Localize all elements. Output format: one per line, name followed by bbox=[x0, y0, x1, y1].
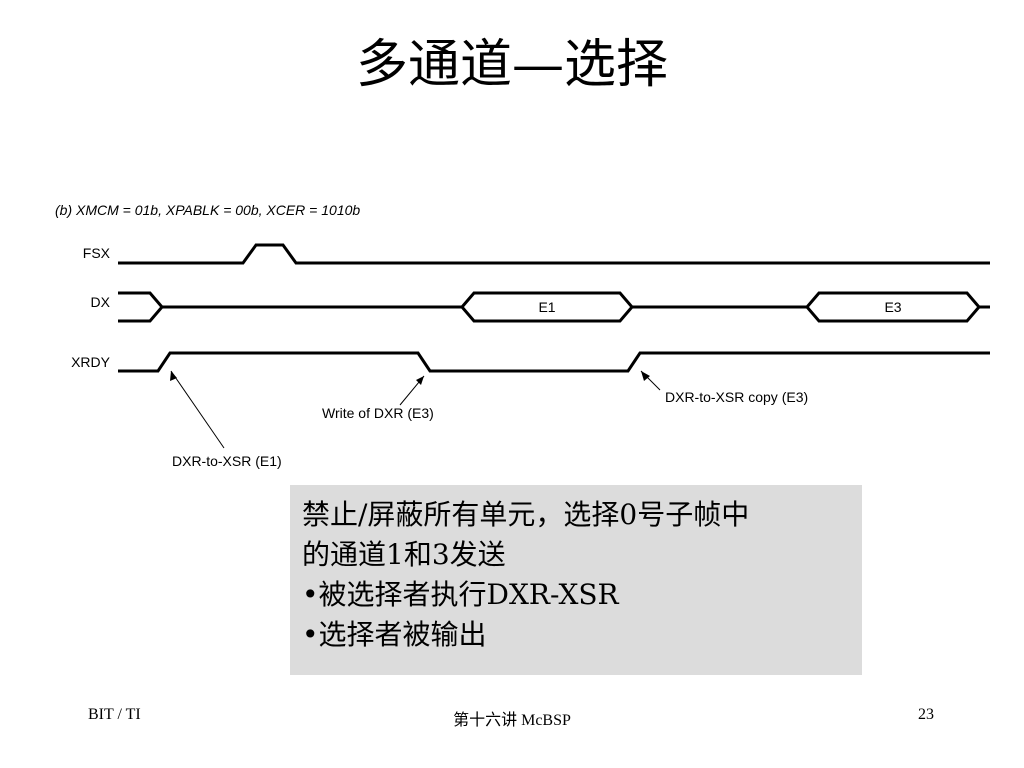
xrdy-waveform bbox=[118, 351, 990, 373]
dx-label: DX bbox=[91, 294, 111, 310]
fsx-label: FSX bbox=[83, 245, 111, 261]
arrowhead-write bbox=[416, 376, 424, 385]
arrowhead-e1 bbox=[170, 371, 177, 381]
annotation-dxr-to-xsr-e1: DXR-to-XSR (E1) bbox=[172, 453, 282, 469]
dx-data-e1: E1 bbox=[538, 299, 555, 315]
slide-title: 多通道—选择 bbox=[355, 35, 668, 95]
dx-bus-waveform bbox=[118, 291, 990, 323]
footer-center: 第十六讲 McBSP bbox=[453, 712, 571, 729]
annotation-dxr-to-xsr-copy-e3: DXR-to-XSR copy (E3) bbox=[665, 389, 808, 405]
note-line-1: 禁止/屏蔽所有单元，选择0号子帧中 bbox=[302, 498, 750, 531]
diagram-caption: (b) XMCM = 01b, XPABLK = 00b, XCER = 101… bbox=[55, 202, 360, 218]
page-number: 23 bbox=[918, 706, 934, 723]
arrow-dxr-to-xsr-e1 bbox=[170, 370, 225, 449]
annotation-write-of-dxr-e3: Write of DXR (E3) bbox=[322, 405, 434, 421]
fsx-waveform bbox=[118, 243, 990, 265]
notes-box: 禁止/屏蔽所有单元，选择0号子帧中 的通道1和3发送 •被选择者执行DXR-XS… bbox=[290, 485, 862, 675]
note-bullet-1: •被选择者执行DXR-XSR bbox=[302, 578, 619, 611]
dx-data-e3: E3 bbox=[884, 299, 901, 315]
footer-left: BIT / TI bbox=[88, 706, 141, 723]
xrdy-label: XRDY bbox=[71, 354, 111, 370]
timing-diagram: (b) XMCM = 01b, XPABLK = 00b, XCER = 101… bbox=[55, 202, 990, 469]
note-line-2: 的通道1和3发送 bbox=[302, 538, 506, 571]
arrowhead-copy bbox=[641, 371, 650, 381]
note-bullet-2: •选择者被输出 bbox=[302, 618, 487, 651]
